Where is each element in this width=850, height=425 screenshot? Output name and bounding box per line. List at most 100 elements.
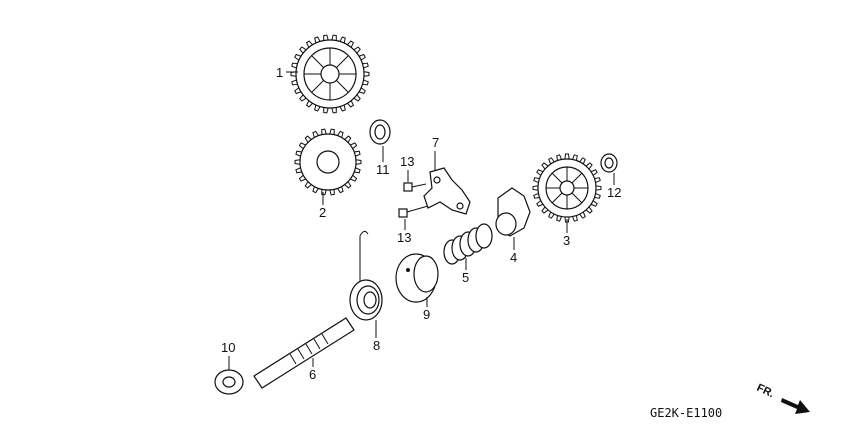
part-5-spring [443,223,493,265]
gear-tooth [299,94,307,102]
part-13-bolt-upper [403,182,427,192]
gear-tooth [353,46,361,54]
gear-tooth [294,87,302,95]
gear-tooth [298,142,306,150]
part-8-return-spring [349,230,383,321]
part-3-gear [532,153,602,223]
part-4-ratchet [495,187,531,237]
gear-tooth [556,154,562,161]
gear-tooth [354,150,361,157]
gear-tooth [564,153,570,160]
part-11-washer [369,119,391,145]
gear-tooth [314,104,321,112]
gear-tooth [312,130,319,138]
gear-tooth [323,107,329,114]
gear-tooth [314,36,321,44]
gear-tooth [362,62,369,69]
gear-tooth [323,34,329,41]
gear-tooth [358,87,366,95]
gear-tooth [594,177,601,183]
gear-tooth [299,46,307,54]
part-7-ratchet-guide [423,167,471,215]
gear-tooth [304,135,312,143]
gear-tooth [572,154,578,161]
gear-tooth [339,104,346,112]
gear-tooth [548,211,555,219]
gear-tooth [304,181,312,189]
gear-tooth [294,53,302,61]
callout-2: 2 [319,205,326,220]
gear-tooth [590,169,598,176]
gear-tooth [291,79,298,86]
fr-label: FR. [755,382,776,400]
gear-tooth [536,200,544,207]
gear-tooth [594,193,601,199]
gear-tooth [321,128,327,135]
callout-13-upper: 13 [400,154,414,169]
gear-tooth [358,53,366,61]
gear-tooth [362,79,369,86]
callout-5: 5 [462,270,469,285]
gear-tooth [344,181,352,189]
callout-9: 9 [423,307,430,322]
gear-tooth [298,174,306,182]
gear-tooth [541,162,549,170]
gear-tooth [337,186,344,194]
front-direction-arrow: FR. [755,382,810,414]
gear-tooth [541,206,549,214]
callout-3: 3 [563,233,570,248]
gear-tooth [350,174,358,182]
gear-tooth [331,107,337,114]
gear-tooth [354,167,361,174]
part-9-collar [395,253,439,303]
gear-tooth [329,189,335,196]
gear-tooth [337,130,344,138]
callout-11: 11 [376,162,390,177]
gear-tooth [350,142,358,150]
gear-tooth [312,186,319,194]
gear-tooth [305,40,313,48]
part-10-washer [214,369,244,395]
gear-tooth [295,150,302,157]
gear-tooth [294,159,301,165]
gear-tooth [572,215,578,222]
callout-4: 4 [510,250,517,265]
gear-tooth [548,157,555,165]
gear-tooth [533,177,540,183]
gear-tooth [305,100,313,108]
gear-tooth [339,36,346,44]
callout-1: 1 [276,65,283,80]
callout-8: 8 [373,338,380,353]
gear-tooth [579,211,586,219]
gear-tooth [347,100,355,108]
gear-tooth [347,40,355,48]
gear-tooth [536,169,544,176]
callout-10: 10 [221,340,235,355]
gear-tooth [331,34,337,41]
gear-tooth [556,215,562,222]
gear-tooth [353,94,361,102]
gear-tooth [585,206,593,214]
part-1-gear [290,34,370,114]
callout-7: 7 [432,135,439,150]
gear-tooth [533,193,540,199]
gear-tooth [355,159,362,165]
gear-tooth [579,157,586,165]
gear-tooth [590,200,598,207]
callout-12: 12 [607,185,621,200]
gear-tooth [295,167,302,174]
gear-tooth [363,71,370,77]
gear-tooth [532,185,539,191]
part-2-gear [294,128,362,196]
gear-tooth [585,162,593,170]
callout-13-lower: 13 [397,230,411,245]
gear-tooth [595,185,602,191]
part-6-spindle [253,317,355,389]
gear-tooth [329,128,335,135]
diagram-code: GE2K-E1100 [650,406,722,420]
gear-tooth [291,62,298,69]
callout-6: 6 [309,367,316,382]
gear-tooth [344,135,352,143]
part-13-bolt-lower [398,205,429,218]
